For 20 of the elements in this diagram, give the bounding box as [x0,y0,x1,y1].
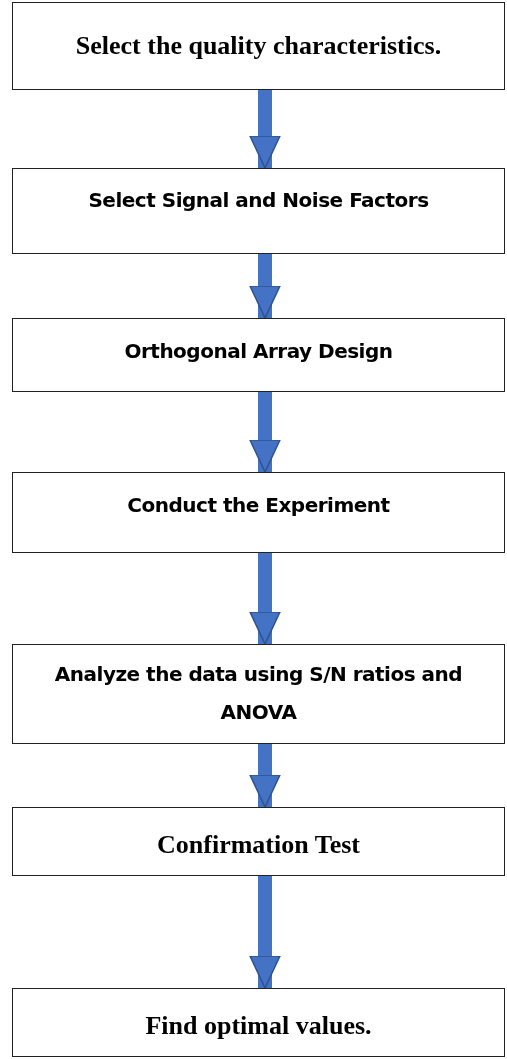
process-box [12,472,505,553]
down-arrow [249,392,281,473]
step-text: Select the quality characteristics. [75,30,442,62]
down-arrow [249,553,281,645]
step-text: Analyze the data using S/N ratios and ANOVA [53,661,464,726]
down-arrow [249,254,281,319]
down-arrow [249,876,281,989]
process-box [12,988,505,1057]
step-text: Select Signal and Noise Factors [88,187,429,214]
process-box [12,644,505,744]
step-text: Orthogonal Array Design [124,338,393,365]
down-arrow [249,744,281,808]
down-arrow [249,90,281,169]
step-text: Find optimal values. [145,1010,372,1042]
process-box [12,168,505,254]
step-text: Confirmation Test [157,829,360,861]
process-box [12,807,505,876]
process-box [12,318,505,392]
process-box [12,2,505,90]
step-text: Conduct the Experiment [127,492,390,519]
